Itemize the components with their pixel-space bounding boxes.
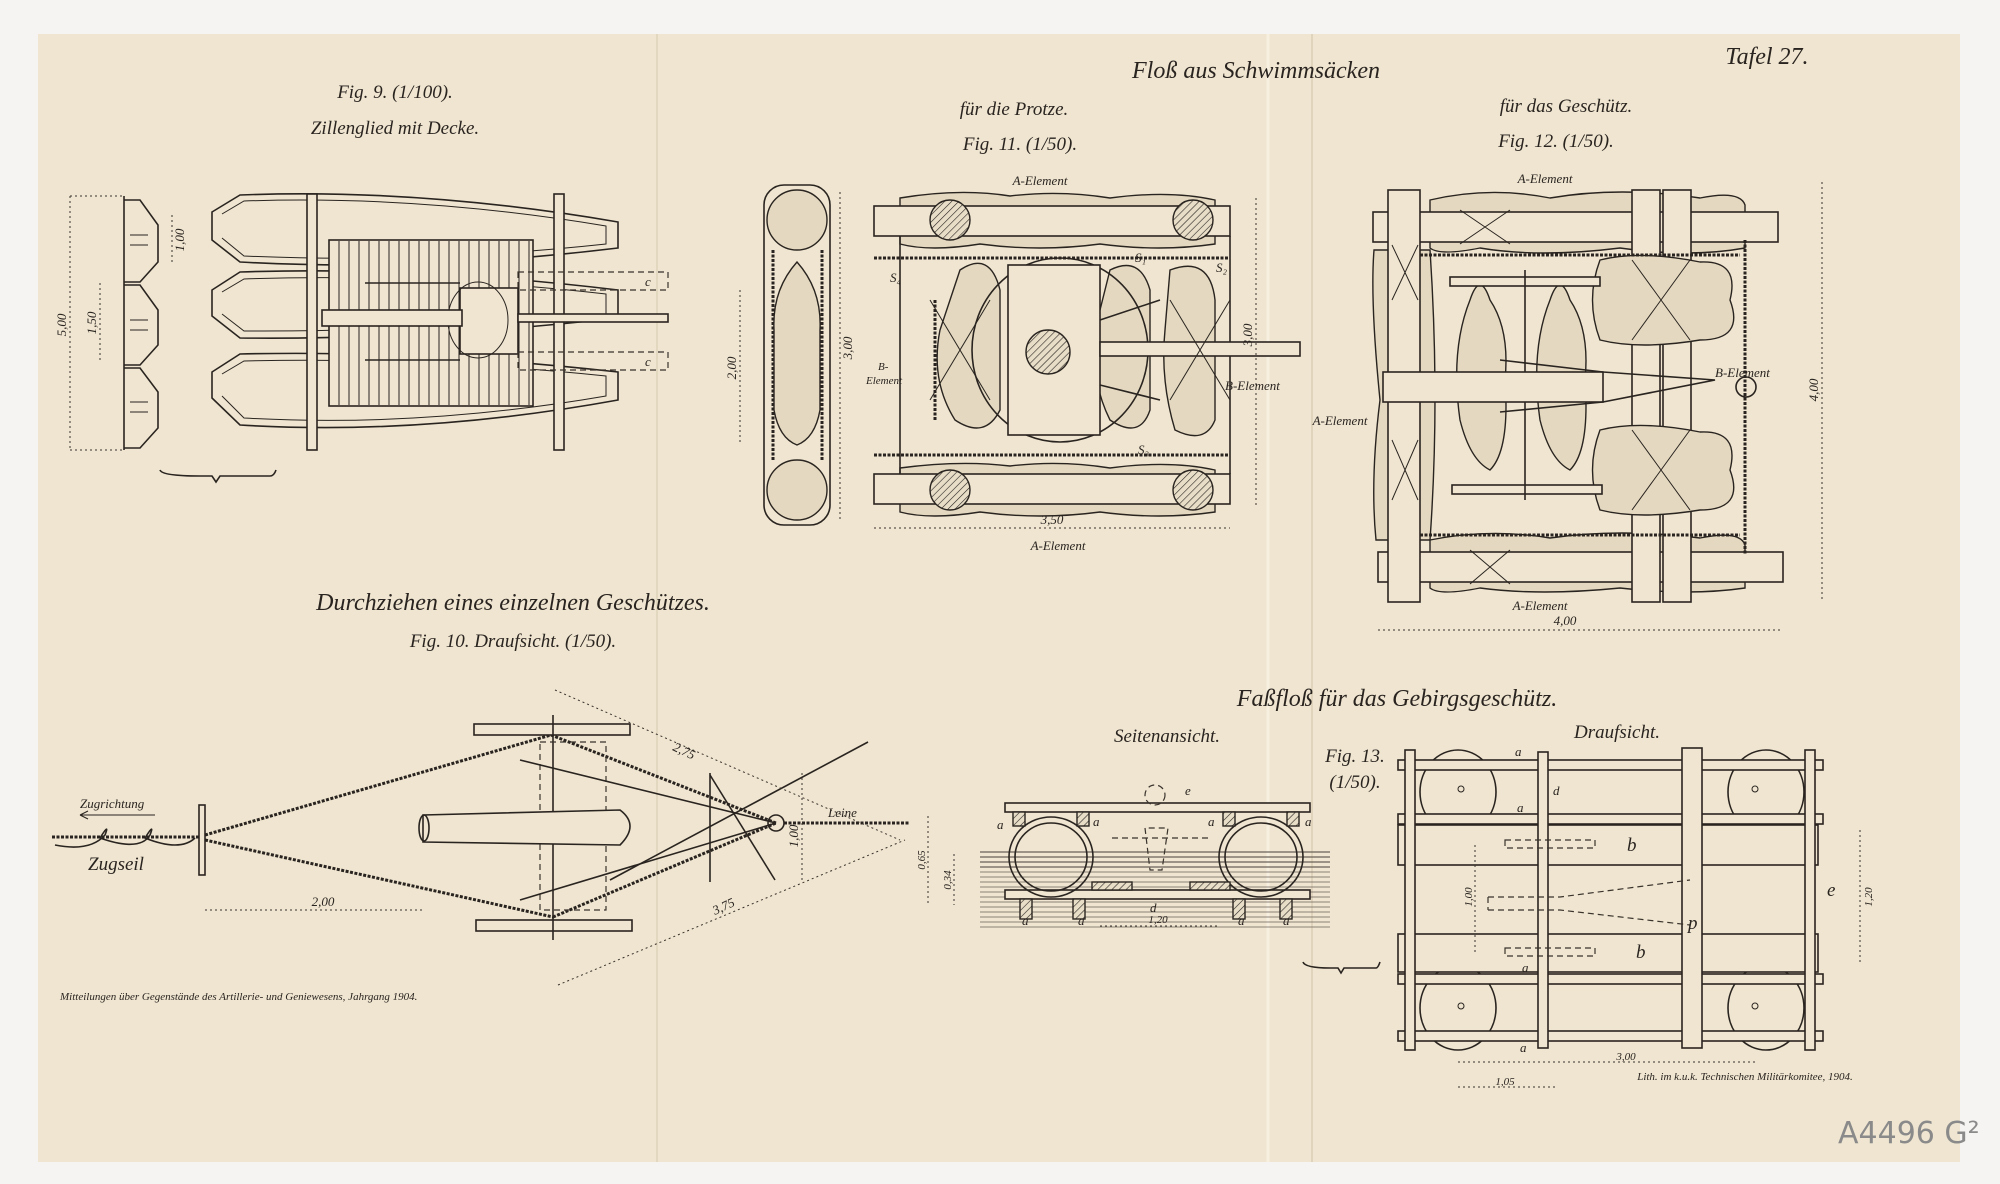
fig11-b-element-right: B-Element — [1225, 378, 1280, 393]
fig12-subtitle: für das Geschütz. — [1500, 96, 1632, 117]
fig10-dim-width: 1,00 — [786, 824, 801, 847]
fig12-b-element: B-Element — [1715, 365, 1770, 380]
fig13-dim-span: 1,20 — [1148, 914, 1168, 926]
fig13-label: Fig. 13. — [1324, 746, 1385, 767]
fig12-label: Fig. 12. (1/50). — [1497, 131, 1614, 152]
fig13-top-b: b — [1636, 942, 1646, 963]
fig9-mark-c1: c — [645, 274, 651, 289]
fig13-top-a: a — [1522, 960, 1529, 975]
fig13: Faßfloß für das Gebirgsgeschütz. Seitena… — [916, 686, 1875, 1088]
source-note: Mitteilungen über Gegenstände des Artill… — [59, 991, 417, 1003]
fig11-raft: A-Element S₁ S₂ S₄ S₃ B- Element B-Eleme… — [865, 173, 1301, 553]
fig13-top-d: d — [1553, 783, 1560, 798]
fig10-pull-direction: Zugrichtung — [80, 796, 145, 811]
inventory-mark: A4496 G² — [1838, 1116, 1980, 1151]
fig13-top-a: a — [1520, 1040, 1527, 1055]
fig13-side-a: a — [1022, 913, 1029, 928]
fig13-side-view: a a a a a a a a e d 0,65 0,34 1,20 — [916, 783, 1381, 975]
fig12-cross-lashings — [1391, 209, 1691, 585]
fig9-dim-total: 5,00 — [54, 313, 69, 336]
fig13-title: Faßfloß für das Gebirgsgeschütz. — [1236, 686, 1557, 712]
fig13-top-a: a — [1517, 800, 1524, 815]
fig12-dim-height: 4,00 — [1806, 378, 1821, 401]
fig13-dim-inner: 1,00 — [1463, 887, 1475, 907]
fig10: Durchziehen eines einzelnen Geschützes. … — [52, 590, 910, 1003]
fig10-dim-rope-gap: 2,00 — [312, 894, 335, 909]
fig13-top-p: p — [1686, 913, 1698, 934]
fig11-s4: S₄ — [890, 270, 902, 285]
fig10-line: Leine — [827, 805, 857, 820]
fig9: Fig. 9. (1/100). Zillenglied mit Decke. … — [54, 82, 669, 484]
fig11-s2: S₂ — [1216, 260, 1228, 275]
fig13-side-a: a — [997, 817, 1004, 832]
fig9-deck: c c — [306, 193, 669, 451]
fig11-s1: S₁ — [1135, 250, 1146, 265]
fig11: für die Protze. Fig. 11. (1/50). 2,00 3,… — [724, 99, 1301, 553]
fig13-side-d: d — [1150, 900, 1157, 915]
fig12-a-element-left: A-Element — [1312, 413, 1368, 428]
fig12: für das Geschütz. Fig. 12. (1/50). — [1312, 96, 1823, 631]
fig12-a-element-bottom: A-Element — [1512, 598, 1568, 613]
fig11-label: Fig. 11. (1/50). — [962, 134, 1077, 155]
fig13-dim-length: 3,00 — [1615, 1051, 1636, 1063]
fig13-dim-height: 0,65 — [916, 850, 928, 870]
fig10-drawing: Zugrichtung Zugseil Leine 2,00 2,75 3,75… — [52, 689, 910, 986]
fig12-dim-width: 4,00 — [1554, 613, 1577, 628]
fig10-label: Fig. 10. Draufsicht. (1/50). — [409, 631, 616, 652]
fig10-title: Durchziehen eines einzelnen Geschützes. — [315, 590, 710, 616]
fig9-side-profile: 5,00 1,50 1,00 — [54, 195, 277, 484]
fig13-side-a: a — [1093, 814, 1100, 829]
fig13-dim-offset: 1,05 — [1495, 1076, 1515, 1088]
fig11-side-element: 2,00 3,00 — [724, 184, 855, 526]
fig9-label: Fig. 9. (1/100). — [336, 82, 453, 103]
fig13-side-view-label: Seitenansicht. — [1114, 726, 1220, 747]
fig13-scale: (1/50). — [1329, 772, 1380, 793]
fig11-sack-section — [929, 199, 1214, 511]
fig11-dim-width: 3,50 — [1040, 512, 1064, 527]
fig9-dim-spacing: 1,50 — [84, 311, 99, 334]
fig13-top-a: a — [1515, 744, 1522, 759]
fig13-dim-width: 1,20 — [1863, 887, 1875, 907]
fig13-side-a: a — [1078, 913, 1085, 928]
fig9-dim-width: 1,00 — [172, 228, 187, 251]
fig11-subtitle: für die Protze. — [960, 99, 1069, 120]
fig11-b-element-left-1: B- — [878, 361, 889, 373]
fig11-dim-side-inner: 2,00 — [724, 356, 739, 379]
fig13-top-view: a d a b e p b a a 1,20 1,00 3,00 1,05 — [1397, 744, 1875, 1088]
fig13-side-a: a — [1283, 913, 1290, 928]
fig11-s3: S₃ — [1138, 442, 1149, 457]
fig13-top-e: e — [1827, 880, 1835, 901]
fig13-top-b: b — [1627, 835, 1637, 856]
fig13-side-e: e — [1185, 783, 1191, 798]
fig11-dim-side-outer: 3,00 — [840, 336, 855, 360]
fig9-title: Zillenglied mit Decke. — [311, 118, 479, 139]
fig13-side-a: a — [1238, 913, 1245, 928]
fig9-mark-c2: c — [645, 354, 651, 369]
fig13-side-a: a — [1305, 814, 1312, 829]
fig12-raft: A-Element A-Element B-Element A-Element … — [1312, 171, 1823, 631]
fig11-dim-height: 3,00 — [1240, 323, 1255, 347]
fig10-pull-rope: Zugseil — [88, 854, 144, 875]
plate-number: Tafel 27. — [1725, 44, 1808, 70]
fig13-side-a: a — [1208, 814, 1215, 829]
printer-note: Lith. im k.u.k. Technischen Militärkomit… — [1636, 1071, 1853, 1083]
fig13-dim-draft: 0,34 — [942, 870, 954, 890]
fig13-top-view-label: Draufsicht. — [1573, 722, 1660, 743]
fig11-b-element-left-2: Element — [865, 375, 903, 387]
fig12-a-element-top: A-Element — [1517, 171, 1573, 186]
fig11-a-element-top: A-Element — [1012, 173, 1068, 188]
fig11-a-element-bottom: A-Element — [1030, 538, 1086, 553]
main-title: Floß aus Schwimmsäcken — [1131, 58, 1380, 84]
